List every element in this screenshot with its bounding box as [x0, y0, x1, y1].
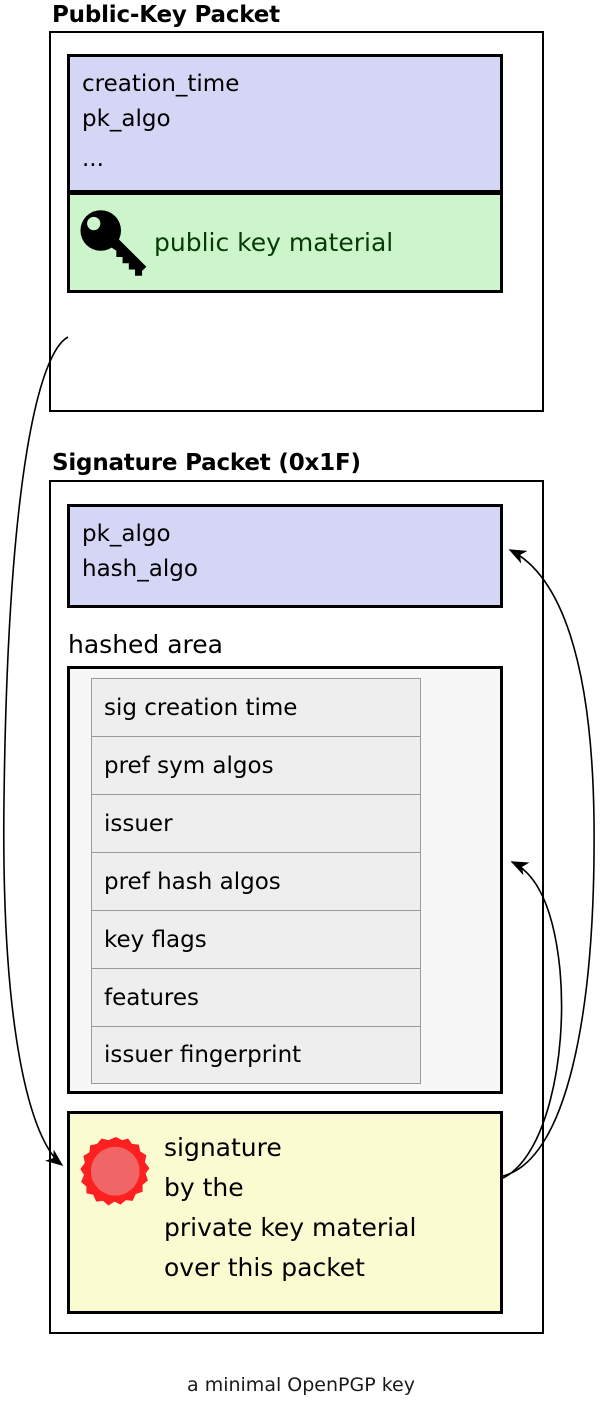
public-key-material-box: public key material [67, 192, 503, 293]
signature-packet-title: Signature Packet (0x1F) [52, 450, 361, 476]
signature-header-box: pk_algo hash_algo [67, 504, 503, 608]
sig-field-pk-algo: pk_algo [82, 521, 171, 547]
hashed-area-box: sig creation time pref sym algos issuer … [67, 666, 503, 1094]
signature-line-1: signature [164, 1133, 282, 1162]
public-key-material-label: public key material [154, 228, 394, 257]
subpacket-row: key flags [91, 910, 421, 968]
subpacket-row: pref sym algos [91, 736, 421, 794]
public-key-packet-title: Public-Key Packet [52, 2, 280, 28]
subpacket-row: sig creation time [91, 678, 421, 736]
subpacket-row: issuer fingerprint [91, 1026, 421, 1084]
pk-field-creation-time: creation_time [82, 71, 240, 97]
key-icon [80, 209, 147, 276]
signature-line-4: over this packet [164, 1253, 365, 1282]
subpacket-row: features [91, 968, 421, 1026]
signature-value-text: signature by the private key material ov… [164, 1128, 416, 1288]
diagram-caption: a minimal OpenPGP key [187, 1374, 415, 1396]
pk-field-ellipsis: ... [82, 146, 104, 172]
signature-value-content: signature by the private key material ov… [70, 1114, 500, 1311]
public-key-material-content: public key material [70, 195, 500, 290]
subpacket-row: pref hash algos [91, 852, 421, 910]
hashed-area-label: hashed area [68, 630, 223, 659]
hashed-subpacket-list: sig creation time pref sym algos issuer … [91, 678, 421, 1084]
public-key-header-box: creation_time pk_algo ... [67, 54, 503, 193]
signature-value-box: signature by the private key material ov… [67, 1111, 503, 1314]
sig-field-hash-algo: hash_algo [82, 556, 198, 582]
wax-seal-icon [80, 1137, 150, 1206]
subpacket-row: issuer [91, 794, 421, 852]
pk-field-pk-algo: pk_algo [82, 106, 171, 132]
signature-line-3: private key material [164, 1213, 417, 1242]
signature-line-2: by the [164, 1173, 244, 1202]
